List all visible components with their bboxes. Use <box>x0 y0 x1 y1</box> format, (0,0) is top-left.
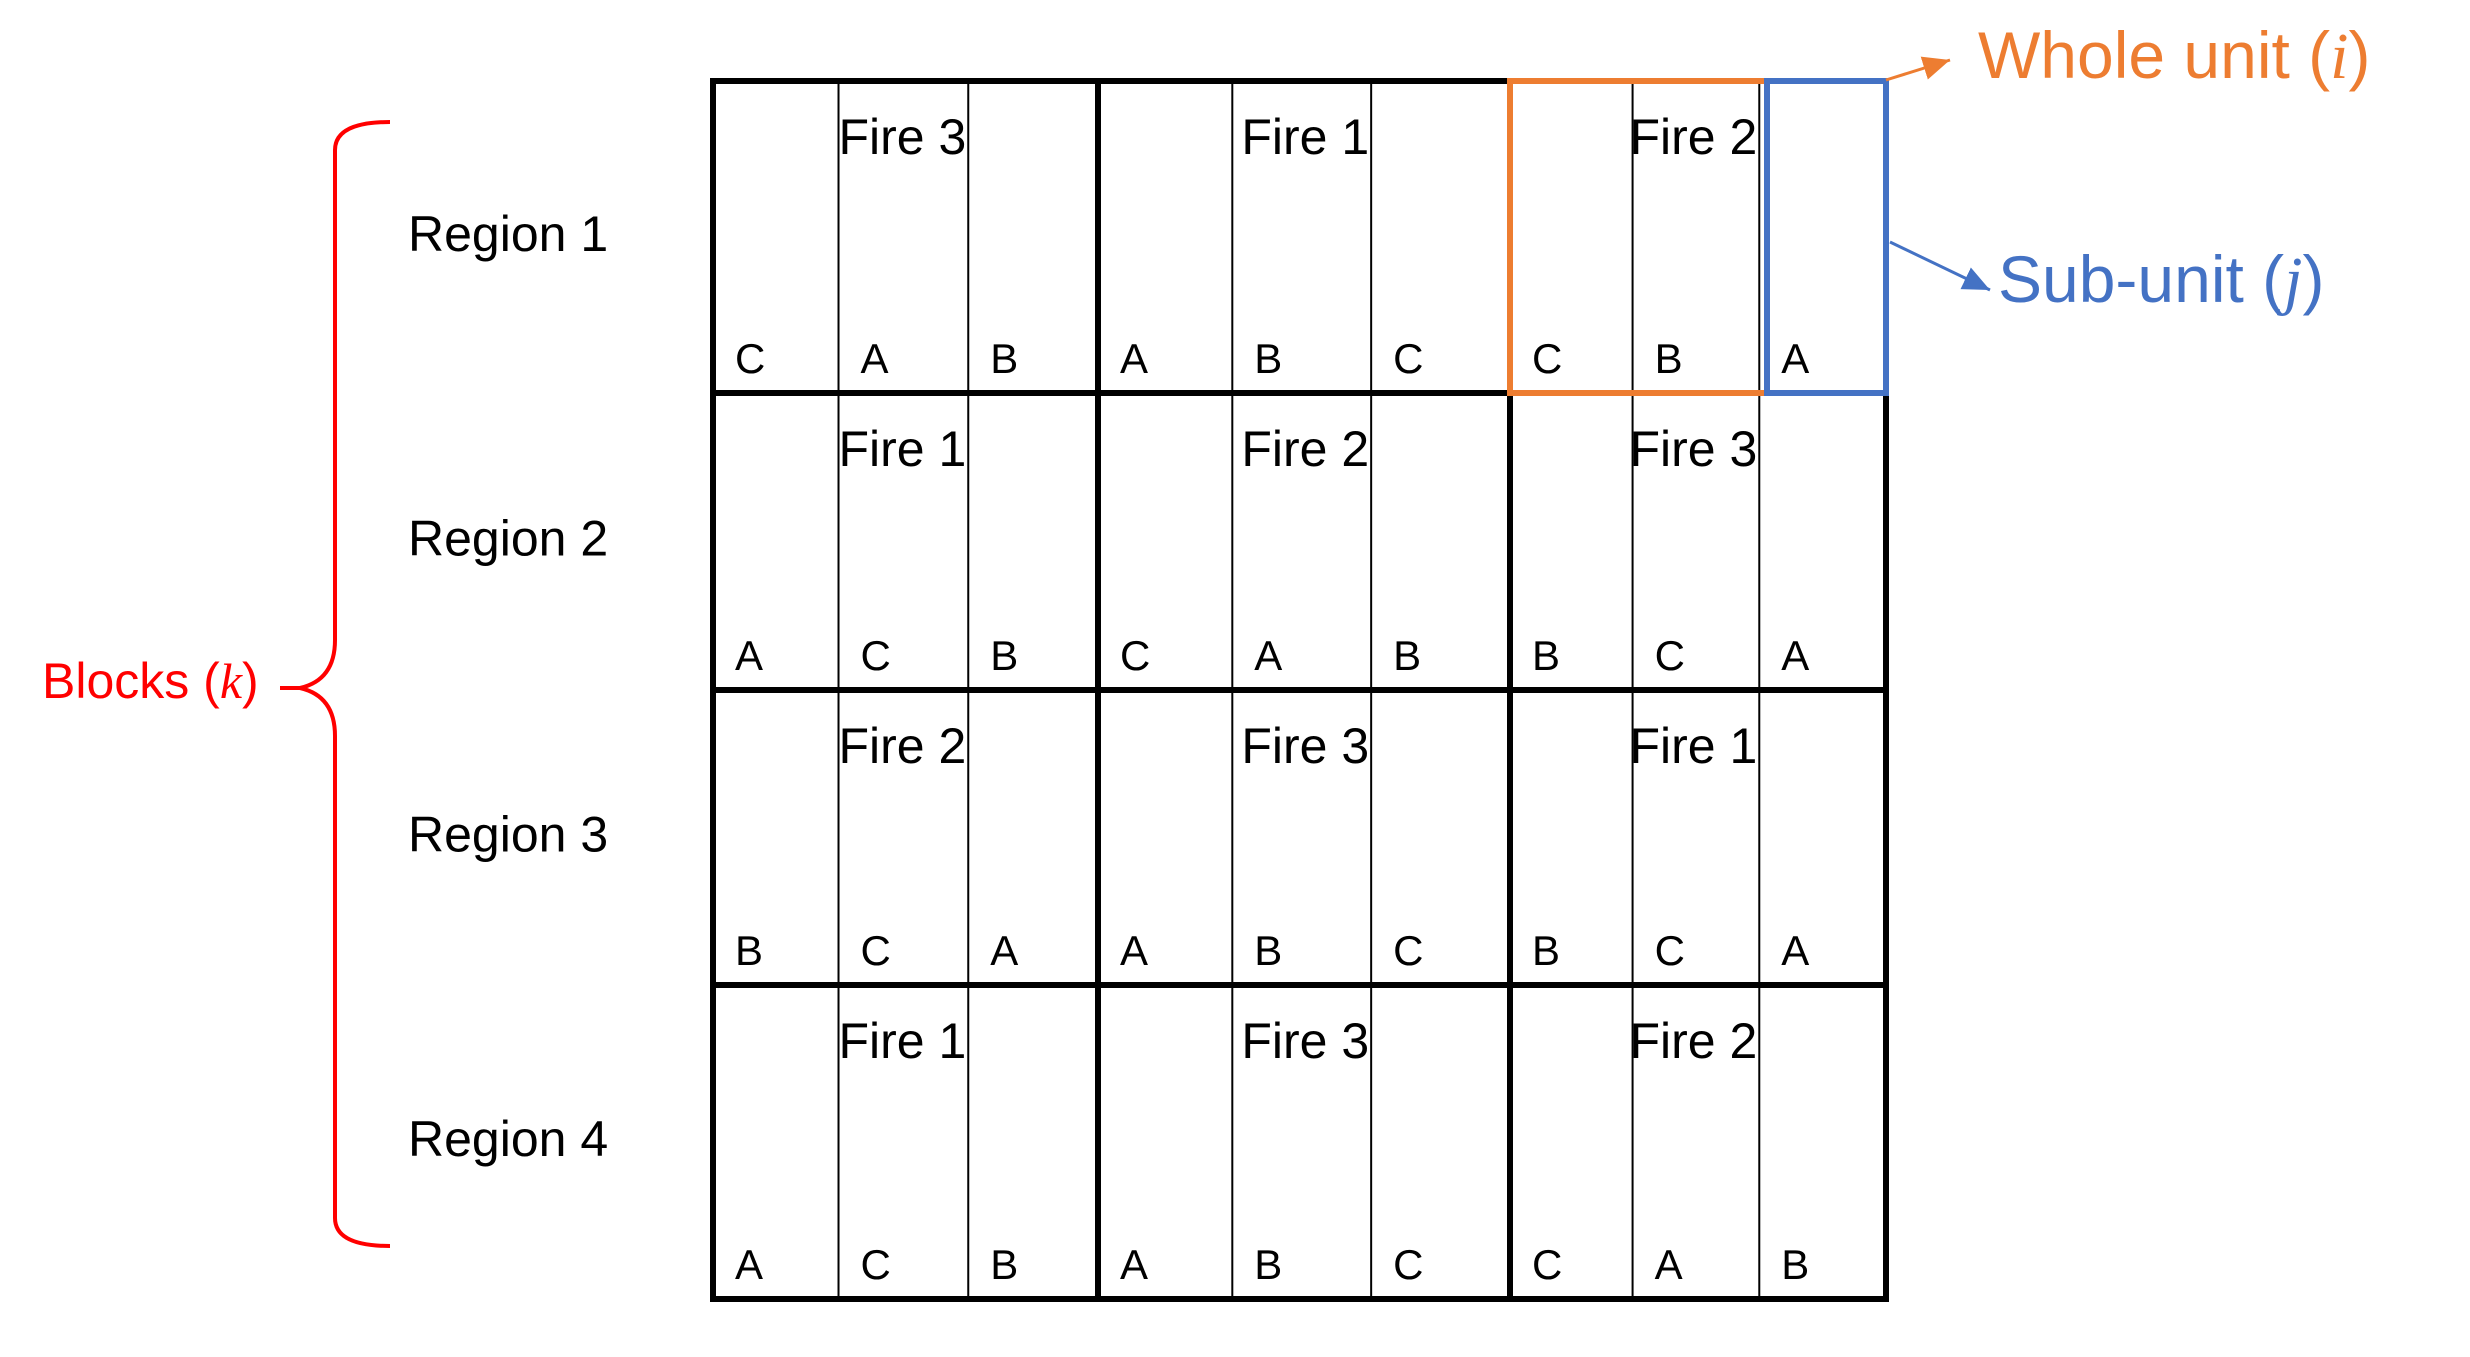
sub-unit-letter: A <box>1254 632 1282 679</box>
sub-unit-letter: B <box>1254 335 1282 382</box>
sub-unit-letter: C <box>1393 1241 1423 1288</box>
fire-label: Fire 1 <box>838 421 966 477</box>
sub-unit-letter: A <box>1120 927 1148 974</box>
sub-unit-letter: B <box>1254 927 1282 974</box>
sub-unit-letter: A <box>861 335 889 382</box>
sub-unit-letter: A <box>1120 1241 1148 1288</box>
whole-unit-plot: Fire 1 B C A <box>1532 690 1809 985</box>
fire-label: Fire 1 <box>1629 718 1757 774</box>
whole-unit-plot: Fire 1 A B C <box>1120 81 1423 393</box>
fire-label: Fire 3 <box>1629 421 1757 477</box>
sub-unit-letter: A <box>1781 632 1809 679</box>
fire-label: Fire 1 <box>838 1013 966 1069</box>
sub-unit-letter: A <box>1781 335 1809 382</box>
whole-unit-plot: Fire 3 C A B <box>735 81 1018 393</box>
sub-unit-letter: C <box>1532 1241 1562 1288</box>
sub-unit-letter: B <box>735 927 763 974</box>
fire-label: Fire 2 <box>1241 421 1369 477</box>
fire-label: Fire 2 <box>1629 1013 1757 1069</box>
sub-unit-letter: A <box>1655 1241 1683 1288</box>
whole-unit-plot: Fire 2 C A B <box>1532 985 1809 1299</box>
sub-unit-letter: B <box>1781 1241 1809 1288</box>
fire-label: Fire 2 <box>1629 109 1757 165</box>
sub-unit-letter: B <box>990 632 1018 679</box>
whole-unit-plot: Fire 3 B C A <box>1532 393 1809 690</box>
sub-unit-letter: A <box>735 632 763 679</box>
sub-unit-letter: A <box>1781 927 1809 974</box>
whole-unit-plot: Fire 2 C A B <box>1120 393 1421 690</box>
whole-unit-plot: Fire 3 A B C <box>1120 985 1423 1299</box>
sub-unit-letter: B <box>1532 632 1560 679</box>
whole-unit-plot: Fire 1 A C B <box>735 985 1018 1299</box>
whole-unit-label: Whole unit (i) <box>1978 18 2370 93</box>
blocks-brace <box>299 120 391 1248</box>
sub-unit-letter: B <box>990 335 1018 382</box>
whole-unit-plot: Fire 2 C B A <box>1532 81 1809 393</box>
sub-unit-letter: C <box>1655 632 1685 679</box>
fire-label: Fire 2 <box>838 718 966 774</box>
sub-unit-highlight <box>1764 78 1889 396</box>
sub-unit-letter: C <box>1655 927 1685 974</box>
sub-unit-letter: A <box>990 927 1018 974</box>
fire-label: Fire 3 <box>838 109 966 165</box>
fire-label: Fire 3 <box>1241 718 1369 774</box>
sub-unit-letter: C <box>1393 927 1423 974</box>
region-label: Region 1 <box>408 206 608 262</box>
sub-unit-letter: B <box>990 1241 1018 1288</box>
whole-unit-plot: Fire 2 B C A <box>735 690 1018 985</box>
sub-unit-letter: B <box>1393 632 1421 679</box>
sub-unit-letter: A <box>1120 335 1148 382</box>
whole-unit-plot: Fire 1 A C B <box>735 393 1018 690</box>
sub-unit-letter: C <box>861 1241 891 1288</box>
region-label: Region 2 <box>408 511 608 567</box>
sub-unit-letter: B <box>1655 335 1683 382</box>
region-labels: Region 1 Region 2 Region 3 Region 4 <box>408 206 608 1167</box>
blocks-label: Blocks (k) <box>42 653 259 709</box>
sub-unit-label: Sub-unit (j) <box>1998 242 2324 317</box>
sub-unit-letter: C <box>1532 335 1562 382</box>
sub-unit-letter: C <box>1393 335 1423 382</box>
sub-unit-letter: C <box>1120 632 1150 679</box>
sub-unit-letter: B <box>1532 927 1560 974</box>
whole-unit-arrow <box>1885 56 1951 82</box>
sub-unit-letter: C <box>861 632 891 679</box>
fire-label: Fire 1 <box>1241 109 1369 165</box>
sub-unit-letter: C <box>735 335 765 382</box>
sub-unit-letter: A <box>735 1241 763 1288</box>
sub-unit-letter: B <box>1254 1241 1282 1288</box>
fire-label: Fire 3 <box>1241 1013 1369 1069</box>
sub-unit-letter: C <box>861 927 891 974</box>
sub-unit-arrow <box>1889 240 1991 292</box>
region-label: Region 3 <box>408 807 608 863</box>
whole-unit-plot: Fire 3 A B C <box>1120 690 1423 985</box>
region-label: Region 4 <box>408 1111 608 1167</box>
